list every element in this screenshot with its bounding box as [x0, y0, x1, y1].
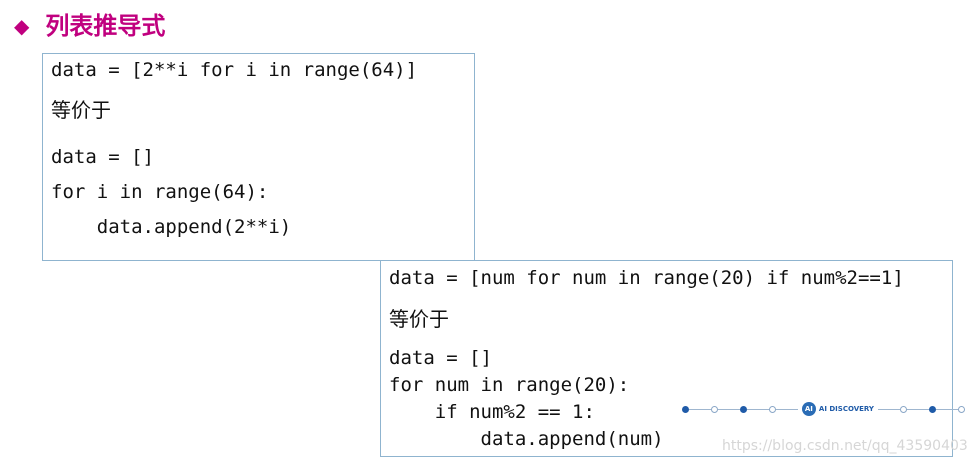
slide-title: ◆ 列表推导式: [14, 14, 165, 38]
equivalent-label: 等价于: [389, 307, 449, 331]
code-line: data = [num for num in range(20) if num%…: [389, 267, 904, 289]
timeline-dot-icon: [929, 405, 936, 413]
code-line: data.append(num): [389, 428, 664, 450]
timeline-segment: [775, 408, 798, 410]
code-line: data.append(2**i): [51, 216, 292, 238]
code-line: for i in range(64):: [51, 181, 269, 203]
code-line: for num in range(20):: [389, 374, 630, 396]
timeline-dot-icon: [768, 405, 776, 413]
slide-title-text: 列表推导式: [45, 12, 166, 40]
timeline-segment: [907, 408, 929, 410]
equivalent-label: 等价于: [51, 98, 111, 122]
code-line: data = []: [389, 347, 492, 369]
logo-text: AI DISCOVERY: [818, 405, 874, 413]
timeline-dot-icon: [958, 405, 965, 413]
code-line: data = []: [51, 146, 154, 168]
code-example-box-2: data = [num for num in range(20) if num%…: [380, 260, 953, 457]
logo-mark-icon: AI: [801, 402, 816, 416]
code-line: if num%2 == 1:: [389, 401, 595, 423]
timeline-segment: [936, 408, 958, 410]
timeline-dot-icon: [710, 405, 718, 413]
timeline-dot-icon: [739, 405, 747, 413]
watermark-url: https://blog.csdn.net/qq_43590403: [722, 438, 968, 454]
timeline-segment: [746, 408, 769, 410]
timeline-segment: [717, 408, 740, 410]
timeline-dot-icon: [900, 405, 907, 413]
ai-discovery-logo: AI AI DISCOVERY: [801, 402, 874, 416]
footer-decoration: AI AI DISCOVERY: [681, 402, 965, 416]
timeline-dot-icon: [681, 405, 689, 413]
timeline-segment: [878, 408, 900, 410]
code-example-box-1: data = [2**i for i in range(64)] 等价于 dat…: [42, 53, 475, 261]
diamond-bullet-icon: ◆: [14, 14, 30, 38]
code-line: data = [2**i for i in range(64)]: [51, 59, 418, 81]
timeline-segment: [688, 408, 711, 410]
